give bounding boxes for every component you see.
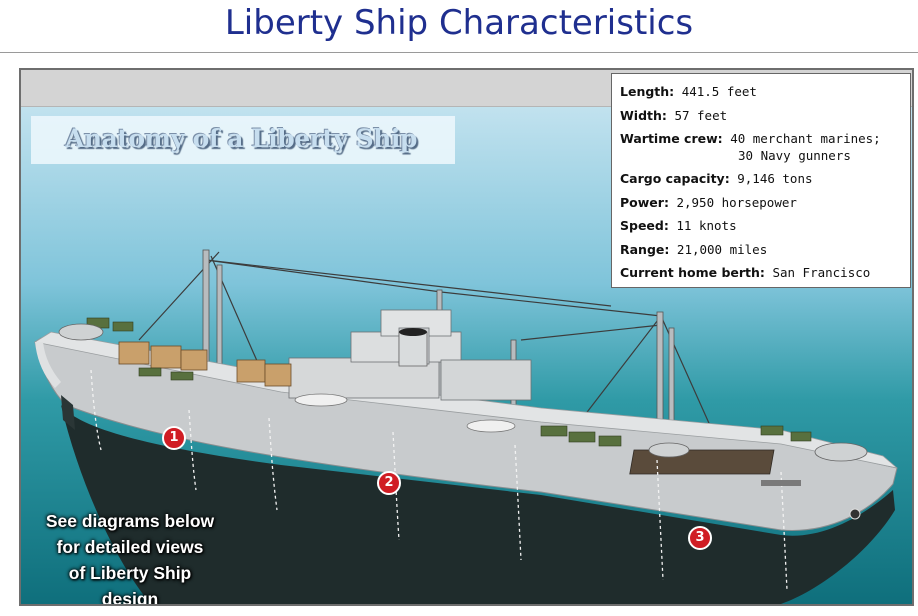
see-diagrams-note: See diagrams below for detailed views of… xyxy=(39,508,221,606)
spec-value: 441.5 feet xyxy=(682,84,757,99)
anatomy-banner: Anatomy of a Liberty Ship xyxy=(31,116,455,164)
specs-box: Length: 441.5 feet Width: 57 feet Wartim… xyxy=(611,73,911,288)
spec-label: Width: xyxy=(620,108,667,123)
spec-value: San Francisco xyxy=(772,265,870,280)
spec-power: Power: 2,950 horsepower xyxy=(620,191,910,215)
title-divider xyxy=(0,52,918,53)
spec-value: 9,146 tons xyxy=(737,171,812,186)
spec-home-berth: Current home berth: San Francisco xyxy=(620,261,910,285)
spec-speed: Speed: 11 knots xyxy=(620,214,910,238)
spec-wartime-crew: Wartime crew: 40 merchant marines; 30 Na… xyxy=(620,127,910,167)
spec-cargo-capacity: Cargo capacity: 9,146 tons xyxy=(620,167,910,191)
section-marker-1: 1 xyxy=(162,426,186,450)
spec-value: 40 merchant marines; xyxy=(730,131,881,146)
spec-label: Speed: xyxy=(620,218,669,233)
note-line: See diagrams below xyxy=(39,508,221,534)
spec-width: Width: 57 feet xyxy=(620,104,910,128)
section-marker-3: 3 xyxy=(688,526,712,550)
spec-label: Wartime crew: xyxy=(620,131,723,146)
spec-value: 57 feet xyxy=(674,108,727,123)
section-marker-2: 2 xyxy=(377,471,401,495)
spec-range: Range: 21,000 miles xyxy=(620,238,910,262)
spec-label: Power: xyxy=(620,195,669,210)
spec-length: Length: 441.5 feet xyxy=(620,80,910,104)
spec-value: 21,000 miles xyxy=(677,242,767,257)
spec-value-continued: 30 Navy gunners xyxy=(620,148,851,163)
note-line: of Liberty Ship design xyxy=(39,560,221,606)
page-title: Liberty Ship Characteristics xyxy=(0,0,918,46)
spec-label: Range: xyxy=(620,242,669,257)
note-line: for detailed views xyxy=(39,534,221,560)
spec-label: Cargo capacity: xyxy=(620,171,730,186)
spec-value: 2,950 horsepower xyxy=(676,195,796,210)
spec-value: 11 knots xyxy=(676,218,736,233)
liberty-ship-figure: Anatomy of a Liberty Ship Length: 441.5 … xyxy=(19,68,914,606)
spec-label: Length: xyxy=(620,84,674,99)
spec-label: Current home berth: xyxy=(620,265,765,280)
anatomy-banner-text: Anatomy of a Liberty Ship xyxy=(65,124,417,153)
